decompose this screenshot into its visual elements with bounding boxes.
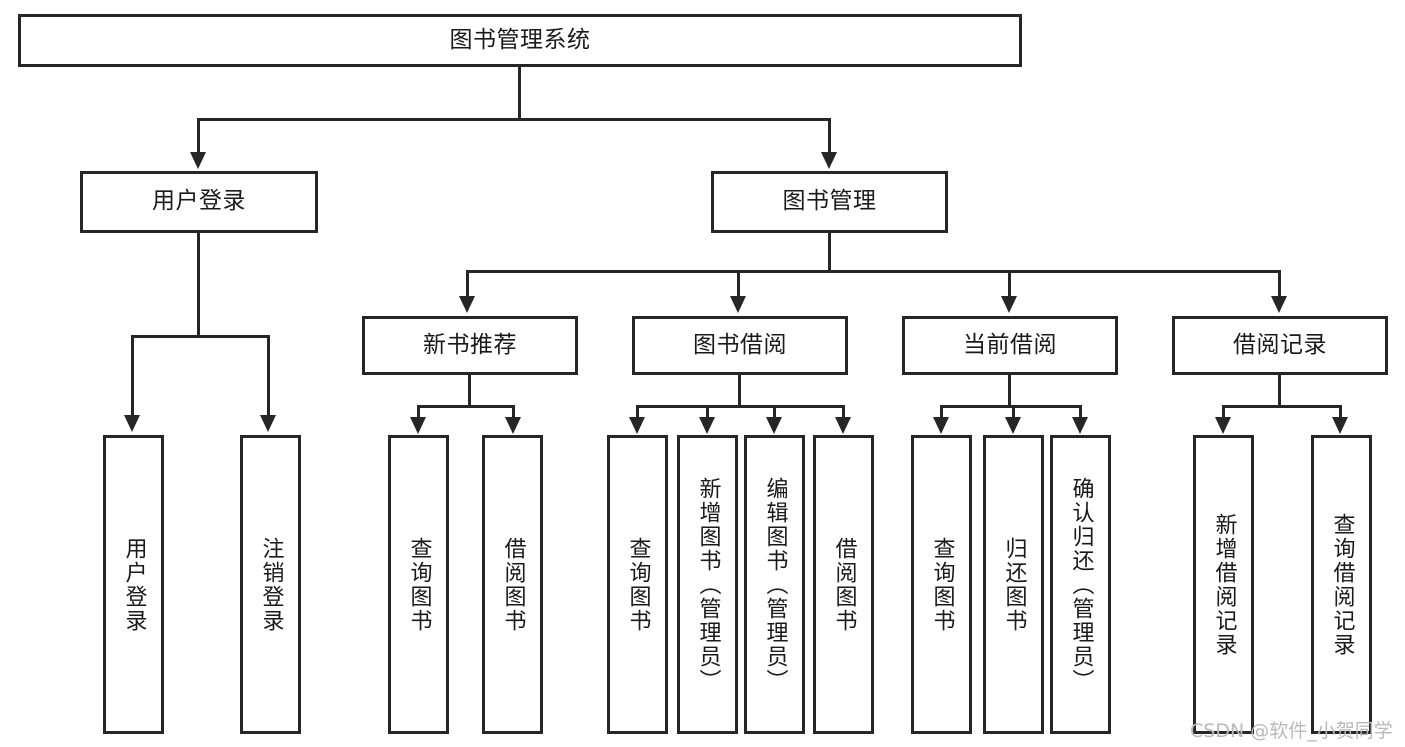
connector-current-borrow-to-leaf-3: [1079, 405, 1082, 419]
watermark: CSDN @软件_小贺同学: [1190, 716, 1393, 743]
connector-book-mgmt-to-borrow-record: [1278, 270, 1281, 298]
connector-borrow-record-stem: [1278, 375, 1281, 405]
connector-book-borrow-to-leaf-2: [706, 405, 709, 419]
connector-user-login-stem: [197, 233, 200, 335]
leaf-record-query-record[interactable]: 查询借阅记录: [1311, 435, 1372, 734]
leaf-borrow-add-book[interactable]: 新增图书（管理员）: [677, 435, 738, 734]
connector-current-borrow-stem: [1008, 375, 1011, 405]
leaf-record-add-record-label: 新增借阅记录: [1211, 512, 1237, 657]
leaf-current-return-book-label: 归还图书: [1001, 536, 1027, 633]
connector-user-login-to-leaf-2: [267, 335, 270, 417]
leaf-logout[interactable]: 注销登录: [240, 435, 301, 734]
connector-borrow-record-bar: [1222, 405, 1342, 408]
connector-current-borrow-to-leaf-2: [1012, 405, 1015, 419]
connector-book-borrow-stem: [738, 375, 741, 405]
connector-root-bar: [197, 118, 831, 121]
arrowhead-new-book-rec-to-leaf-2: [505, 417, 521, 434]
node-book-borrow-label: 图书借阅: [693, 331, 787, 358]
connector-book-borrow-to-leaf-3: [773, 405, 776, 419]
leaf-current-query-book-label: 查询图书: [929, 536, 955, 633]
leaf-user-login-label: 用户登录: [121, 536, 147, 633]
arrowhead-current-borrow-to-leaf-2: [1005, 417, 1021, 434]
arrowhead-user-login-to-leaf-2: [260, 415, 276, 432]
leaf-recommend-query-book[interactable]: 查询图书: [388, 435, 449, 734]
node-new-book-recommend[interactable]: 新书推荐: [362, 316, 578, 375]
arrowhead-current-borrow-to-leaf-1: [933, 417, 949, 434]
arrowhead-root-to-user-login: [190, 152, 206, 169]
leaf-borrow-query-book[interactable]: 查询图书: [607, 435, 668, 734]
connector-root-to-book-mgmt: [828, 118, 831, 154]
leaf-borrow-edit-book-label: 编辑图书（管理员）: [762, 476, 788, 693]
leaf-borrow-borrow-book[interactable]: 借阅图书: [813, 435, 874, 734]
arrowhead-book-mgmt-to-borrow-record: [1271, 296, 1287, 313]
arrowhead-root-to-book-mgmt: [821, 152, 837, 169]
arrowhead-book-borrow-to-leaf-1: [629, 417, 645, 434]
connector-book-borrow-to-leaf-4: [842, 405, 845, 419]
connector-book-mgmt-to-current-borrow: [1008, 270, 1011, 298]
node-book-management-label: 图书管理: [782, 188, 877, 215]
connector-book-mgmt-bar: [466, 270, 1281, 273]
connector-book-mgmt-to-new-book-rec: [466, 270, 469, 298]
leaf-recommend-borrow-book-label: 借阅图书: [500, 536, 526, 633]
node-current-borrow-label: 当前借阅: [963, 331, 1057, 358]
connector-new-book-rec-bar: [417, 405, 515, 408]
leaf-recommend-query-book-label: 查询图书: [406, 536, 432, 633]
leaf-current-return-book[interactable]: 归还图书: [983, 435, 1044, 734]
node-root[interactable]: 图书管理系统: [18, 14, 1022, 67]
node-current-borrow[interactable]: 当前借阅: [902, 316, 1118, 375]
node-new-book-recommend-label: 新书推荐: [423, 331, 517, 358]
arrowhead-book-borrow-to-leaf-4: [835, 417, 851, 434]
arrowhead-book-mgmt-to-book-borrow: [730, 296, 746, 313]
leaf-current-confirm-return-label: 确认归还（管理员）: [1068, 476, 1094, 693]
connector-book-mgmt-stem: [828, 233, 831, 270]
connector-current-borrow-bar: [940, 405, 1082, 408]
arrowhead-user-login-to-leaf-1: [124, 415, 140, 432]
leaf-borrow-borrow-book-label: 借阅图书: [831, 536, 857, 633]
connector-user-login-to-leaf-1: [131, 335, 134, 417]
connector-new-book-rec-stem: [468, 375, 471, 405]
node-user-login-label: 用户登录: [152, 188, 246, 215]
watermark-text: CSDN @软件_小贺同学: [1190, 720, 1393, 742]
connector-root-to-user-login: [197, 118, 200, 154]
connector-new-book-rec-to-leaf-1: [417, 405, 420, 419]
arrowhead-book-borrow-to-leaf-3: [766, 417, 782, 434]
leaf-current-query-book[interactable]: 查询图书: [911, 435, 972, 734]
node-book-management[interactable]: 图书管理: [711, 171, 948, 233]
arrowhead-book-mgmt-to-new-book-rec: [459, 296, 475, 313]
node-borrow-record[interactable]: 借阅记录: [1172, 316, 1388, 375]
leaf-record-add-record[interactable]: 新增借阅记录: [1193, 435, 1254, 734]
leaf-borrow-edit-book[interactable]: 编辑图书（管理员）: [744, 435, 805, 734]
leaf-borrow-query-book-label: 查询图书: [625, 536, 651, 633]
connector-root-stem: [518, 67, 521, 118]
leaf-recommend-borrow-book[interactable]: 借阅图书: [482, 435, 543, 734]
arrowhead-new-book-rec-to-leaf-1: [410, 417, 426, 434]
arrowhead-borrow-record-to-leaf-1: [1215, 417, 1231, 434]
node-borrow-record-label: 借阅记录: [1233, 331, 1327, 358]
arrowhead-book-borrow-to-leaf-2: [699, 417, 715, 434]
leaf-record-query-record-label: 查询借阅记录: [1329, 512, 1355, 657]
arrowhead-current-borrow-to-leaf-3: [1072, 417, 1088, 434]
node-user-login[interactable]: 用户登录: [80, 171, 318, 233]
arrowhead-book-mgmt-to-current-borrow: [1001, 296, 1017, 313]
connector-borrow-record-to-leaf-1: [1222, 405, 1225, 419]
connector-book-mgmt-to-book-borrow: [737, 270, 740, 298]
leaf-current-confirm-return[interactable]: 确认归还（管理员）: [1050, 435, 1111, 734]
node-book-borrow[interactable]: 图书借阅: [632, 316, 848, 375]
connector-current-borrow-to-leaf-1: [940, 405, 943, 419]
connector-user-login-bar: [131, 335, 267, 338]
leaf-borrow-add-book-label: 新增图书（管理员）: [695, 476, 721, 693]
connector-new-book-rec-to-leaf-2: [512, 405, 515, 419]
leaf-user-login[interactable]: 用户登录: [103, 435, 164, 734]
connector-book-borrow-to-leaf-1: [636, 405, 639, 419]
connector-book-borrow-bar: [636, 405, 844, 408]
node-root-label: 图书管理系统: [449, 26, 591, 53]
connector-borrow-record-to-leaf-2: [1339, 405, 1342, 419]
leaf-logout-label: 注销登录: [258, 536, 284, 633]
arrowhead-borrow-record-to-leaf-2: [1332, 417, 1348, 434]
